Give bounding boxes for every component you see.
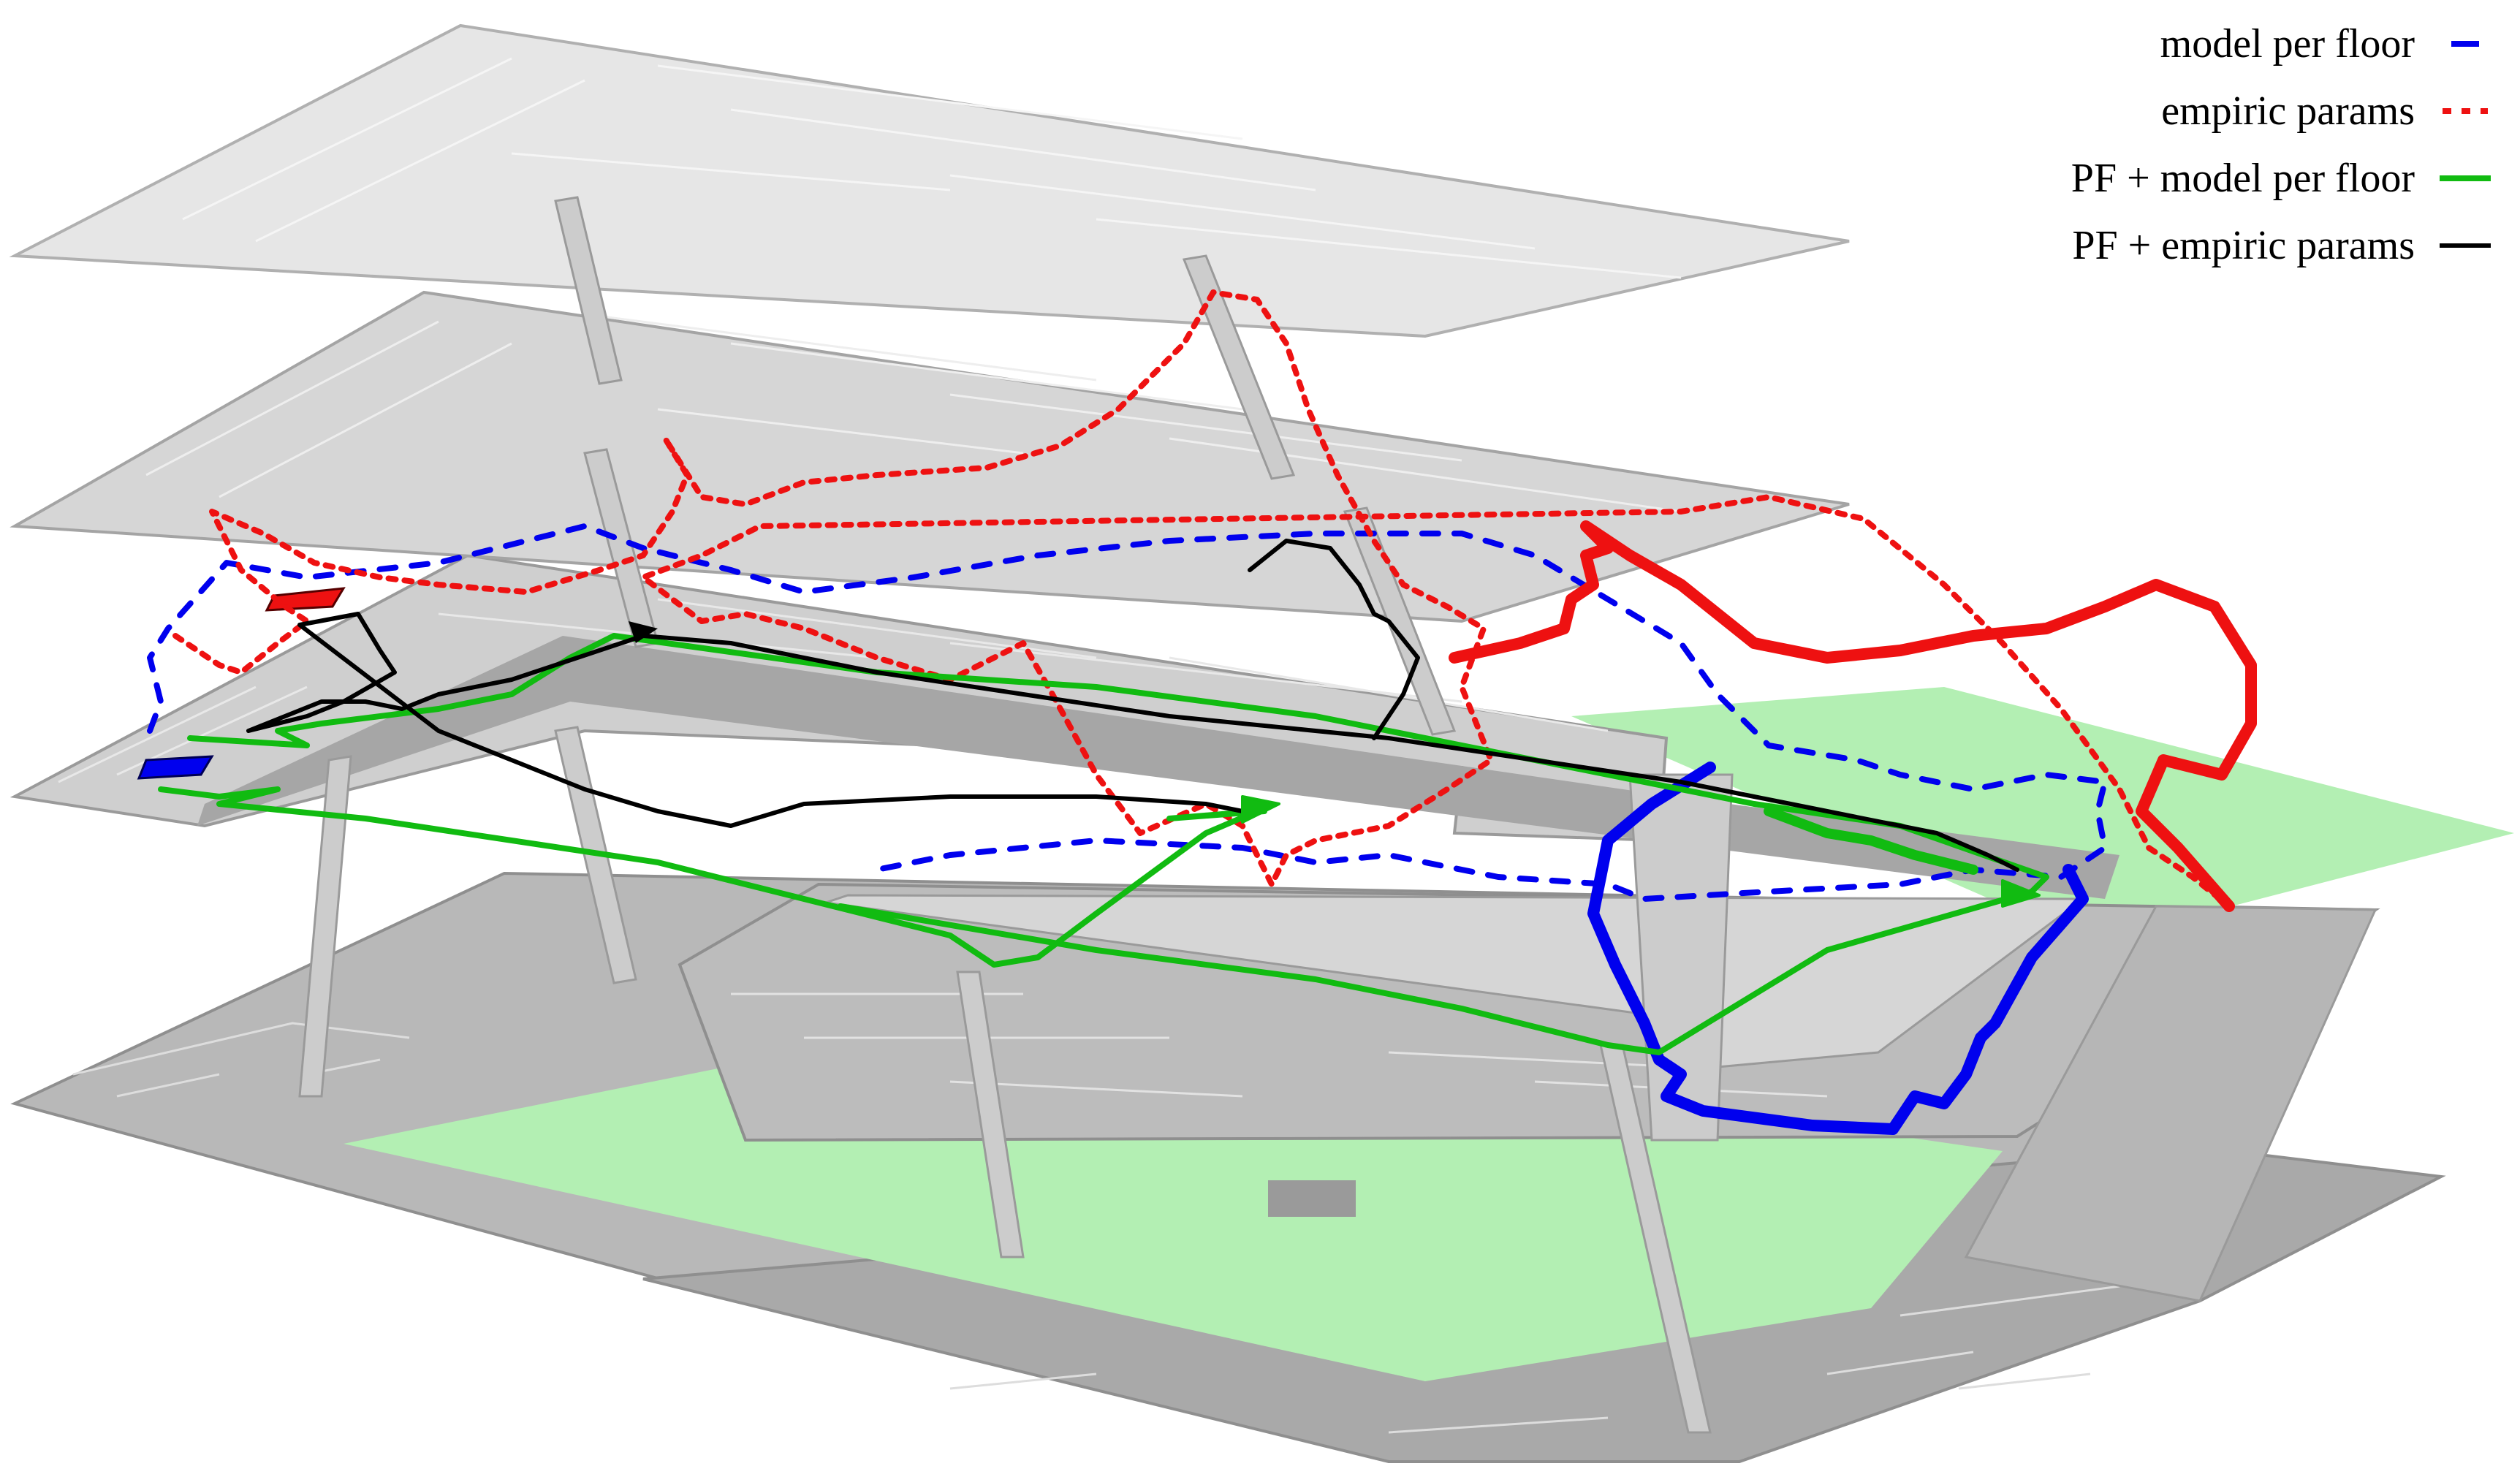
legend-entry: model per floor: [2071, 10, 2491, 77]
legend-label: model per floor: [2160, 21, 2415, 67]
legend: model per floor empiric params PF + mode…: [2071, 10, 2491, 279]
trajectory-model-per-floor-loop: [1587, 762, 2089, 1135]
start-marker-blue: [137, 755, 214, 780]
legend-label: PF + empiric params: [2072, 223, 2415, 268]
trajectory-empiric-params-thick: [1449, 520, 2257, 912]
floor-3-plate: [10, 290, 1850, 623]
legend-entry: PF + model per floor: [2071, 145, 2491, 212]
floor-4: [9, 23, 1850, 338]
legend-entry: empiric params: [2071, 77, 2491, 145]
arrow-head-black: [629, 621, 658, 643]
legend-swatch-empiric-params: [2443, 108, 2488, 114]
floor-0-opening: [1268, 1180, 1356, 1217]
legend-entry: PF + empiric params: [2071, 212, 2491, 279]
floor-4-walls: [182, 57, 1682, 279]
legend-swatch-pf-model-per-floor: [2440, 175, 2491, 181]
legend-swatch-pf-empiric-params: [2440, 243, 2491, 248]
staircase-ramp: [1964, 905, 2377, 1302]
floor-3-walls: [145, 313, 1682, 513]
trajectory-model-per-floor: [147, 523, 2108, 902]
floor-4-plate: [9, 23, 1850, 338]
pillar: [1343, 506, 1457, 736]
trajectories: [147, 289, 2257, 1135]
legend-label: empiric params: [2161, 88, 2415, 134]
floor-3: [10, 290, 1850, 623]
pillar: [956, 971, 1025, 1258]
trajectory-empiric-params: [172, 289, 2232, 909]
pillar: [1182, 254, 1296, 480]
trajectory-pf-empiric-params: [246, 539, 2019, 872]
floor-0-walls: [72, 1022, 2120, 1434]
pillar: [298, 755, 352, 1098]
legend-swatch-model-per-floor: [2451, 41, 2479, 47]
legend-label: PF + model per floor: [2071, 156, 2415, 201]
arrow-head-green: [1241, 795, 1280, 824]
arrow-head-green: [2001, 879, 2041, 908]
pillar: [554, 196, 623, 385]
trajectory-pf-model-per-floor-thick: [1764, 806, 1978, 875]
